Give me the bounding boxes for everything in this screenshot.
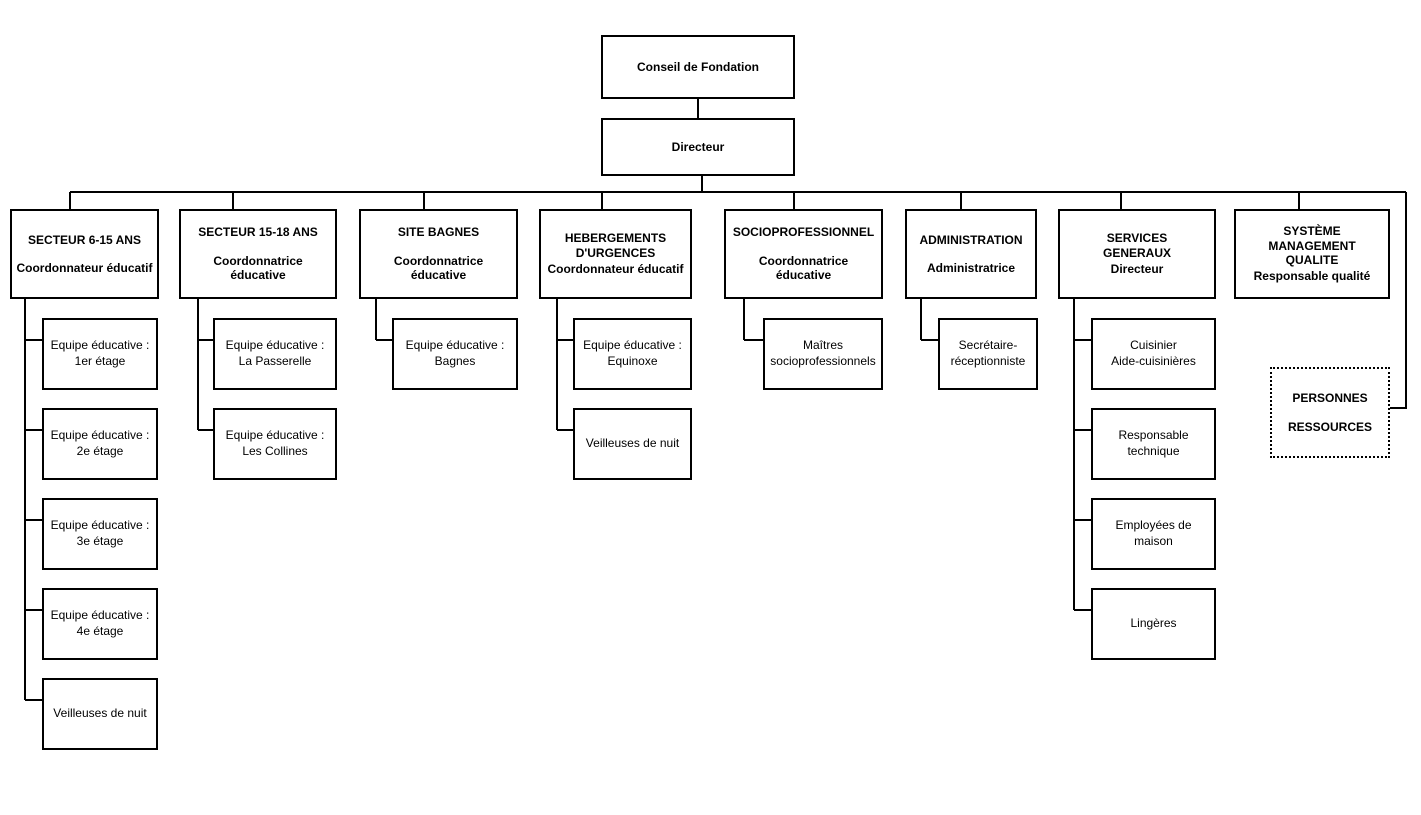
dept-role: Coordonnatrice éducative <box>393 253 484 283</box>
node-lingeres: Lingères <box>1091 588 1216 660</box>
dept-title: SERVICES GENERAUX <box>1102 231 1171 260</box>
node-label: Equipe éducative : La Passerelle <box>225 338 325 368</box>
node-employees-de-maison: Employées de maison <box>1091 498 1216 570</box>
node-secretaire-receptionniste: Secrétaire- réceptionniste <box>938 318 1038 390</box>
dept-title: ADMINISTRATION <box>919 232 1023 247</box>
node-maitres-socioprofessionnels: Maîtres socioprofessionnels <box>763 318 883 390</box>
node-equipe-les-collines: Equipe éducative : Les Collines <box>213 408 337 480</box>
node-equipe-1er-etage: Equipe éducative : 1er étage <box>42 318 158 390</box>
node-label: Secrétaire- réceptionniste <box>950 338 1026 368</box>
node-administration: ADMINISTRATION Administratrice <box>905 209 1037 299</box>
node-label: Equipe éducative : 4e étage <box>50 608 150 638</box>
node-label: Equipe éducative : 2e étage <box>50 428 150 458</box>
dept-role: Directeur <box>1110 262 1164 277</box>
node-responsable-technique: Responsable technique <box>1091 408 1216 480</box>
node-secteur-6-15-ans: SECTEUR 6-15 ANS Coordonnateur éducatif <box>10 209 159 299</box>
node-personnes-ressources: PERSONNES RESSOURCES <box>1270 367 1390 458</box>
node-directeur: Directeur <box>601 118 795 176</box>
node-hebergements-urgences: HEBERGEMENTS D'URGENCES Coordonnateur éd… <box>539 209 692 299</box>
dept-title: SECTEUR 6-15 ANS <box>28 232 141 247</box>
dept-title: SOCIOPROFESSIONNEL <box>732 225 875 240</box>
node-label: Maîtres socioprofessionnels <box>770 338 876 368</box>
node-label: Equipe éducative : Bagnes <box>405 338 505 368</box>
dept-role: Administratrice <box>926 261 1016 275</box>
node-equipe-2e-etage: Equipe éducative : 2e étage <box>42 408 158 480</box>
node-label: Cuisinier Aide-cuisinières <box>1111 338 1196 368</box>
node-equipe-bagnes: Equipe éducative : Bagnes <box>392 318 518 390</box>
node-label-line1: PERSONNES <box>1292 391 1368 406</box>
node-conseil-de-fondation: Conseil de Fondation <box>601 35 795 99</box>
dept-role: Responsable qualité <box>1253 269 1371 284</box>
node-label: Lingères <box>1130 616 1177 631</box>
dept-role: Coordonnatrice éducative <box>213 253 303 283</box>
node-label: Equipe éducative : Les Collines <box>225 428 325 458</box>
node-label: Equipe éducative : Equinoxe <box>583 338 682 368</box>
node-label: Directeur <box>671 139 725 154</box>
node-systeme-management-qualite: SYSTÈME MANAGEMENT QUALITE Responsable q… <box>1234 209 1390 299</box>
node-label: Veilleuses de nuit <box>585 436 680 451</box>
node-label: Responsable technique <box>1118 428 1189 458</box>
dept-title: HEBERGEMENTS D'URGENCES <box>564 231 667 260</box>
node-label: Veilleuses de nuit <box>53 706 147 721</box>
dept-role: Coordonnateur éducatif <box>16 261 153 275</box>
node-label: Equipe éducative : 3e étage <box>50 518 150 548</box>
node-cuisinier-aide-cuisinieres: Cuisinier Aide-cuisinières <box>1091 318 1216 390</box>
node-site-bagnes: SITE BAGNES Coordonnatrice éducative <box>359 209 518 299</box>
node-label: Employées de maison <box>1115 518 1192 548</box>
dept-role: Coordonnateur éducatif <box>547 262 684 277</box>
node-equipe-la-passerelle: Equipe éducative : La Passerelle <box>213 318 337 390</box>
node-socioprofessionnel: SOCIOPROFESSIONNEL Coordonnatrice éducat… <box>724 209 883 299</box>
dept-role: Coordonnatrice éducative <box>758 253 849 283</box>
dept-title: SYSTÈME MANAGEMENT QUALITE <box>1268 224 1356 267</box>
dept-title: SITE BAGNES <box>397 225 480 240</box>
node-label-line2: RESSOURCES <box>1287 419 1373 434</box>
dept-title: SECTEUR 15-18 ANS <box>198 225 318 240</box>
node-label: Conseil de Fondation <box>637 59 759 74</box>
node-veilleuses-de-nuit-urgences: Veilleuses de nuit <box>573 408 692 480</box>
node-services-generaux: SERVICES GENERAUX Directeur <box>1058 209 1216 299</box>
node-label: Equipe éducative : 1er étage <box>50 338 150 368</box>
node-equipe-4e-etage: Equipe éducative : 4e étage <box>42 588 158 660</box>
node-secteur-15-18-ans: SECTEUR 15-18 ANS Coordonnatrice éducati… <box>179 209 337 299</box>
node-equipe-equinoxe: Equipe éducative : Equinoxe <box>573 318 692 390</box>
node-equipe-3e-etage: Equipe éducative : 3e étage <box>42 498 158 570</box>
node-veilleuses-de-nuit-secteur: Veilleuses de nuit <box>42 678 158 750</box>
